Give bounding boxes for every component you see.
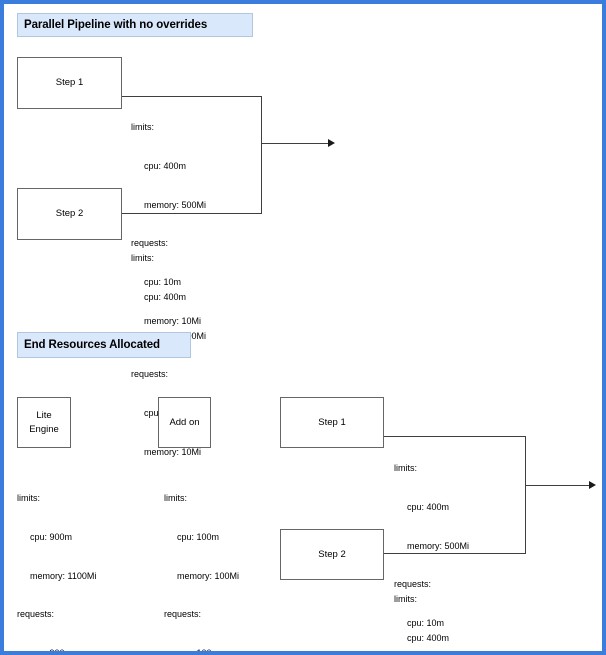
spec-top-step-1-limits-cpu: cpu: 400m <box>144 160 187 171</box>
spec-top-step-1-limits-key: limits: <box>131 121 154 132</box>
connector-top-vertical-bus <box>261 96 262 214</box>
spec-lite-engine-limits-memory: memory: 1100Mi <box>30 570 97 581</box>
connector-top-output-horizontal <box>261 143 329 144</box>
node-top-step-1-label: Step 1 <box>55 77 84 89</box>
spec-top-step-1-requests-key: requests: <box>131 238 169 249</box>
node-top-step-2-label: Step 2 <box>55 208 84 220</box>
spec-add-on-limits-key: limits: <box>164 492 187 503</box>
spec-bottom-step-2-limits-key: limits: <box>394 593 417 604</box>
spec-add-on-requests-cpu: cpu: 100m <box>177 648 220 655</box>
node-lite-engine[interactable]: Lite Engine <box>17 397 71 448</box>
connector-top-step2-horizontal <box>122 213 262 214</box>
spec-add-on-requests-key: requests: <box>164 609 202 620</box>
node-top-step-1[interactable]: Step 1 <box>17 57 122 109</box>
spec-add-on-limits-cpu: cpu: 100m <box>177 531 220 542</box>
spec-bottom-step-1: limits: cpu: 400m memory: 500Mi requests… <box>394 436 469 655</box>
spec-bottom-step-2: limits: cpu: 400m memory: 500Mi requests… <box>394 567 469 655</box>
spec-add-on-limits-memory: memory: 100Mi <box>177 570 240 581</box>
spec-bottom-step-1-limits-memory: memory: 500Mi <box>407 540 470 551</box>
arrow-head-top-output-icon <box>328 139 335 147</box>
spec-add-on: limits: cpu: 100m memory: 100Mi requests… <box>164 466 239 655</box>
spec-top-step-1: limits: cpu: 400m memory: 500Mi requests… <box>131 95 206 354</box>
connector-top-step1-horizontal <box>122 96 262 97</box>
spec-bottom-step-2-limits-cpu: cpu: 400m <box>407 632 450 643</box>
node-bottom-step-1[interactable]: Step 1 <box>280 397 384 448</box>
node-bottom-step-2-label: Step 2 <box>318 548 346 560</box>
spec-lite-engine: limits: cpu: 900m memory: 1100Mi request… <box>17 466 96 655</box>
spec-bottom-step-1-requests-cpu: cpu: 10m <box>407 618 445 629</box>
spec-lite-engine-limits-cpu: cpu: 900m <box>30 531 73 542</box>
node-add-on-label: Add on <box>169 416 200 428</box>
node-lite-engine-label-line1: Lite <box>36 409 52 421</box>
spec-top-step-1-requests-cpu: cpu: 10m <box>144 277 182 288</box>
banner-parallel-pipeline: Parallel Pipeline with no overrides <box>17 13 253 37</box>
connector-bottom-output-horizontal <box>525 485 590 486</box>
spec-top-step-2-limits-key: limits: <box>131 252 154 263</box>
node-bottom-step-2[interactable]: Step 2 <box>280 529 384 580</box>
arrow-head-bottom-output-icon <box>589 481 596 489</box>
spec-bottom-step-1-limits-cpu: cpu: 400m <box>407 501 450 512</box>
spec-lite-engine-requests-key: requests: <box>17 609 55 620</box>
node-lite-engine-label-line2: Engine <box>29 423 59 435</box>
spec-bottom-step-1-limits-key: limits: <box>394 462 417 473</box>
spec-bottom-step-1-requests-key: requests: <box>394 579 432 590</box>
connector-bottom-vertical-bus <box>525 436 526 554</box>
spec-top-step-2-requests-key: requests: <box>131 369 169 380</box>
spec-top-step-2-requests-memory: memory: 10Mi <box>144 447 202 458</box>
node-top-step-2[interactable]: Step 2 <box>17 188 122 240</box>
node-add-on[interactable]: Add on <box>158 397 211 448</box>
spec-top-step-2-limits-cpu: cpu: 400m <box>144 291 187 302</box>
banner-parallel-pipeline-label: Parallel Pipeline with no overrides <box>24 19 208 31</box>
connector-bottom-step1-horizontal <box>384 436 526 437</box>
banner-end-resources-allocated: End Resources Allocated <box>17 332 191 358</box>
spec-top-step-1-limits-memory: memory: 500Mi <box>144 199 207 210</box>
spec-lite-engine-limits-key: limits: <box>17 492 40 503</box>
connector-bottom-step2-horizontal <box>384 553 526 554</box>
spec-top-step-1-requests-memory: memory: 10Mi <box>144 316 202 327</box>
spec-lite-engine-requests-cpu: cpu: 900m <box>30 648 73 655</box>
node-bottom-step-1-label: Step 1 <box>318 416 346 428</box>
banner-end-resources-allocated-label: End Resources Allocated <box>24 339 160 351</box>
